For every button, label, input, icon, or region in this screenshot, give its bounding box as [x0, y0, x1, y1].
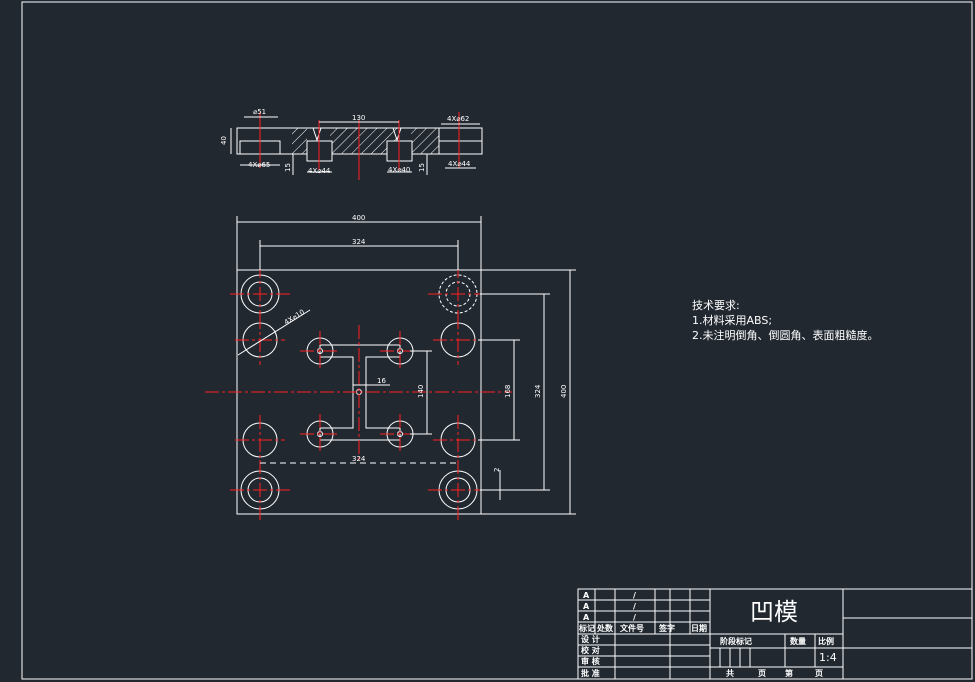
dim-w400: 400 — [352, 214, 365, 222]
qty-label: 数量 — [790, 636, 806, 646]
dim-d4x65: 4X⌀65 — [248, 161, 270, 169]
dim-d2: 2 — [493, 468, 501, 472]
tech-notes-title: 技术要求: — [692, 299, 740, 312]
header-mark: 标记 — [578, 623, 595, 633]
role-review: 审 核 — [581, 656, 600, 666]
sheet-total: 共 — [726, 668, 734, 678]
stage-label: 阶段标记 — [720, 636, 752, 646]
sheet-no: 第 — [785, 668, 793, 678]
section-view — [230, 112, 483, 180]
section-dims: ⌀51 130 4X⌀62 40 4X⌀65 15 4X⌀44 4X⌀40 15… — [220, 108, 471, 175]
title-block — [577, 588, 973, 680]
dim-h168: 168 — [504, 385, 512, 398]
header-count: 处数 — [596, 623, 614, 633]
tech-note-2: 2.未注明倒角、倒圆角、表面粗糙度。 — [692, 329, 879, 342]
rev-slash-3: / — [633, 613, 636, 622]
plan-dims: 400 324 4X⌀10 16 140 168 324 400 324 2 — [283, 214, 568, 472]
notch-left — [312, 127, 322, 142]
plan-centerlines — [205, 264, 512, 520]
header-date: 日期 — [691, 623, 707, 633]
tech-note-1: 1.材料采用ABS; — [692, 314, 773, 327]
role-design: 设 计 — [581, 634, 600, 644]
notch-right — [392, 127, 402, 142]
dim-d4x44b: 4X⌀44 — [448, 160, 471, 168]
sheet-unit2: 页 — [815, 669, 823, 678]
role-check: 校 对 — [581, 645, 600, 655]
dim-leader-4x10 — [237, 309, 311, 356]
dim-d130: 130 — [352, 114, 365, 122]
scale-value: 1:4 — [819, 651, 837, 664]
dim-d51: ⌀51 — [253, 108, 266, 116]
dim-h140: 140 — [417, 385, 425, 398]
dim-w324-top: 324 — [352, 238, 366, 246]
header-sign: 签字 — [658, 623, 675, 633]
dim-d4x62: 4X⌀62 — [447, 115, 469, 123]
section-step-right — [438, 140, 483, 155]
rev-slash-2: / — [633, 602, 636, 611]
plan-view — [205, 216, 576, 520]
part-name: 凹模 — [750, 598, 798, 626]
dim-d4x44a: 4X⌀44 — [308, 167, 331, 175]
header-file: 文件号 — [620, 623, 644, 633]
technical-requirements: 技术要求: 1.材料采用ABS; 2.未注明倒角、倒圆角、表面粗糙度。 — [692, 298, 879, 343]
rev-mark-2: A — [583, 602, 590, 611]
section-bore-right — [438, 127, 483, 142]
title-block-text: 凹模 A A A / / / 标记 处数 文件号 签字 日期 设 计 校 对 审… — [578, 591, 837, 678]
dim-d4x40: 4X⌀40 — [388, 166, 410, 174]
rev-mark-3: A — [583, 613, 590, 622]
scale-label: 比例 — [818, 636, 834, 646]
section-hatch-right — [411, 128, 439, 154]
dim-d15b: 15 — [418, 163, 426, 172]
drawing-frame — [21, 1, 973, 680]
dim-d40: 40 — [220, 136, 228, 145]
dim-d15a: 15 — [284, 163, 292, 172]
dim-w324-bottom: 324 — [352, 455, 366, 463]
role-approve: 批 准 — [581, 668, 600, 678]
dim-h400: 400 — [560, 385, 568, 398]
dim-w16: 16 — [377, 377, 386, 385]
section-hatch-left — [292, 128, 307, 154]
dim-hole-4x10: 4X⌀10 — [283, 308, 306, 327]
rev-slash-1: / — [633, 591, 636, 600]
dim-h324: 324 — [534, 384, 542, 398]
section-hatch-mid1 — [330, 128, 385, 154]
sheet-unit1: 页 — [758, 669, 766, 678]
rev-mark-1: A — [583, 591, 590, 600]
